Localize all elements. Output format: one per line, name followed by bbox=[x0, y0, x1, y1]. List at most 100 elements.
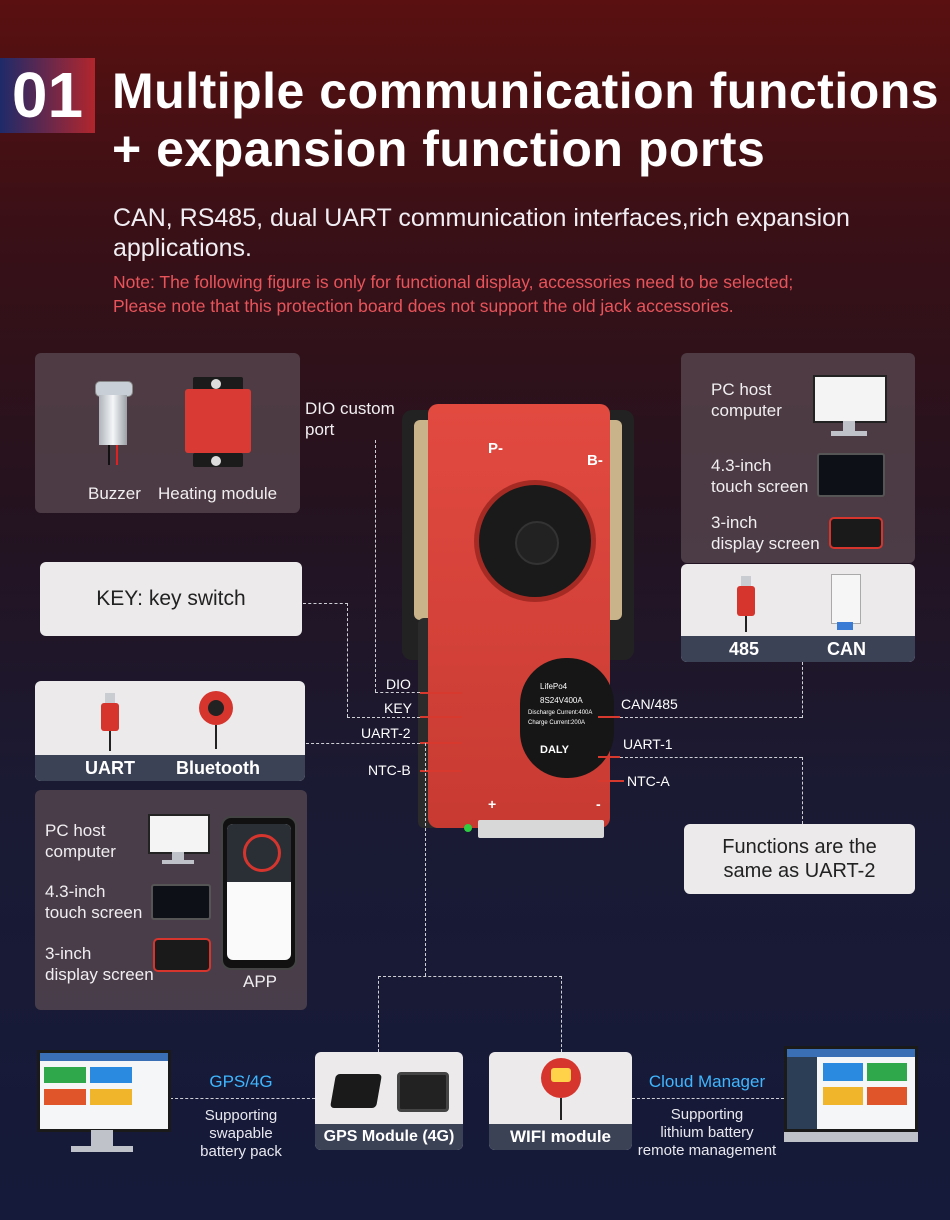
right-touch-label-2: touch screen bbox=[711, 477, 809, 496]
section-number-badge: 01 bbox=[0, 58, 95, 133]
gps-description: Supporting swapable battery pack bbox=[170, 1107, 312, 1161]
dash-cloud-h bbox=[632, 1098, 784, 1099]
gps-module-panel: GPS Module (4G) bbox=[315, 1052, 463, 1150]
section-number: 01 bbox=[0, 58, 95, 133]
board-discharge: Discharge Current:400A bbox=[528, 710, 593, 716]
dio-accessories-panel: Buzzer Heating module bbox=[35, 353, 300, 513]
uart-panel: UART Bluetooth bbox=[35, 681, 305, 781]
dash-wifi-v bbox=[561, 976, 562, 1052]
rs485-can-band: 485 CAN bbox=[681, 636, 915, 662]
right-pc-label: PC host computer bbox=[711, 379, 782, 421]
left-dashboard-monitor-icon bbox=[37, 1050, 171, 1162]
dash-key-v bbox=[347, 603, 348, 717]
pin-line-uart2 bbox=[420, 742, 462, 744]
pin-ntc-b: NTC-B bbox=[368, 762, 411, 778]
pin-key: KEY bbox=[384, 700, 413, 716]
right-display-screen-icon bbox=[829, 517, 883, 549]
right-display-label-1: 3-inch bbox=[711, 513, 758, 532]
right-pc-label-1: PC host bbox=[711, 380, 772, 399]
right-display-label-2: display screen bbox=[711, 534, 820, 553]
left-display-label-2: display screen bbox=[45, 965, 154, 984]
cloud-desc-2: lithium battery bbox=[660, 1124, 754, 1141]
wifi-module-panel: WIFI module bbox=[489, 1052, 632, 1150]
page-title: Multiple communication functions + expan… bbox=[112, 62, 939, 178]
right-dashboard-monitor-icon bbox=[784, 1046, 918, 1162]
right-touch-label: 4.3-inch touch screen bbox=[711, 455, 808, 497]
heating-module-label: Heating module bbox=[158, 484, 278, 503]
usb-485-icon bbox=[737, 576, 755, 632]
pin-line-ntcb bbox=[420, 770, 462, 772]
uart-band: UART Bluetooth bbox=[35, 755, 305, 781]
cloud-desc-3: remote management bbox=[637, 1142, 777, 1159]
bluetooth-label: Bluetooth bbox=[176, 758, 260, 778]
cloud-manager-title: Cloud Manager bbox=[648, 1072, 766, 1091]
left-pc-label-1: PC host bbox=[45, 821, 106, 840]
status-led-icon bbox=[464, 824, 472, 832]
board-minus: - bbox=[596, 796, 601, 812]
left-touch-label-2: touch screen bbox=[45, 903, 143, 922]
board-model: LifePo4 bbox=[540, 682, 568, 691]
pin-line-can485 bbox=[598, 716, 620, 718]
pin-line-dio bbox=[420, 692, 462, 694]
rs485-can-panel: 485 CAN bbox=[681, 564, 915, 662]
board-p-minus: P- bbox=[488, 440, 503, 457]
dash-can-h bbox=[620, 717, 802, 718]
right-touch-screen-icon bbox=[817, 453, 885, 497]
dash-bottom-h bbox=[378, 976, 562, 977]
dash-uart1-h bbox=[620, 757, 802, 758]
board-charge: Charge Current:200A bbox=[528, 720, 586, 726]
can-adapter-icon bbox=[831, 574, 861, 634]
board-brand: DALY bbox=[540, 744, 569, 756]
left-display-label: 3-inch display screen bbox=[45, 943, 154, 985]
dash-dio-h bbox=[375, 692, 420, 693]
title-line-1: Multiple communication functions bbox=[112, 63, 940, 119]
functions-box-line-2: same as UART-2 bbox=[723, 860, 876, 882]
gps-desc-2: swapable bbox=[209, 1125, 273, 1142]
right-display-label: 3-inch display screen bbox=[711, 512, 820, 554]
gps-bracket-icon bbox=[397, 1072, 449, 1112]
right-touch-label-1: 4.3-inch bbox=[711, 456, 772, 475]
uart-label: UART bbox=[85, 758, 135, 778]
wifi-module-label: WIFI module bbox=[489, 1124, 632, 1150]
dio-port-label-2: port bbox=[305, 420, 335, 439]
phone-app-icon bbox=[221, 816, 297, 970]
cloud-desc-1: Supporting bbox=[670, 1106, 744, 1123]
dash-key-h1 bbox=[303, 603, 348, 604]
gps-desc-3: battery pack bbox=[200, 1143, 282, 1160]
subtitle: CAN, RS485, dual UART communication inte… bbox=[113, 204, 850, 262]
gps-module-icon bbox=[330, 1074, 382, 1108]
wifi-module-icon bbox=[541, 1058, 581, 1120]
pin-uart2: UART-2 bbox=[361, 725, 411, 741]
gps-desc-1: Supporting bbox=[204, 1107, 278, 1124]
dash-uart2-v bbox=[425, 743, 426, 976]
pin-dio: DIO bbox=[386, 676, 411, 692]
dash-key-h2 bbox=[347, 717, 420, 718]
dio-port-label-1: DIO custom bbox=[305, 399, 395, 418]
board-spec: 8S24V400A bbox=[540, 696, 583, 705]
gps-module-label: GPS Module (4G) bbox=[315, 1124, 463, 1150]
note-line-1: Note: The following figure is only for f… bbox=[113, 272, 794, 292]
left-touch-screen-icon bbox=[151, 884, 211, 920]
buzzer-label: Buzzer bbox=[88, 484, 141, 503]
board-connector bbox=[478, 820, 604, 838]
dash-gps-h bbox=[170, 1098, 315, 1099]
key-switch-box: KEY: key switch bbox=[40, 562, 302, 636]
gps-4g-title: GPS/4G bbox=[209, 1072, 273, 1091]
pin-can-485: CAN/485 bbox=[621, 696, 678, 712]
dash-uart1-v bbox=[802, 757, 803, 824]
cloud-description: Supporting lithium battery remote manage… bbox=[634, 1106, 780, 1160]
note-line-2: Please note that this protection board d… bbox=[113, 296, 734, 316]
rs485-label: 485 bbox=[729, 639, 760, 659]
dash-dio-v bbox=[375, 440, 376, 692]
dash-can-v bbox=[802, 662, 803, 718]
board-b-minus: B- bbox=[587, 452, 603, 469]
left-touch-label-1: 4.3-inch bbox=[45, 882, 106, 901]
heating-module-icon bbox=[185, 377, 251, 469]
buzzer-icon bbox=[93, 381, 133, 467]
can-label: CAN bbox=[827, 639, 866, 659]
pin-line-ntca bbox=[598, 780, 624, 782]
title-line-2: + expansion function ports bbox=[112, 121, 766, 177]
right-devices-panel: PC host computer 4.3-inch touch screen 3… bbox=[681, 353, 915, 563]
left-pc-monitor-icon bbox=[148, 814, 210, 866]
bms-board: P- B- DALY LifePo4 8S24V400A Discharge C… bbox=[402, 400, 634, 840]
